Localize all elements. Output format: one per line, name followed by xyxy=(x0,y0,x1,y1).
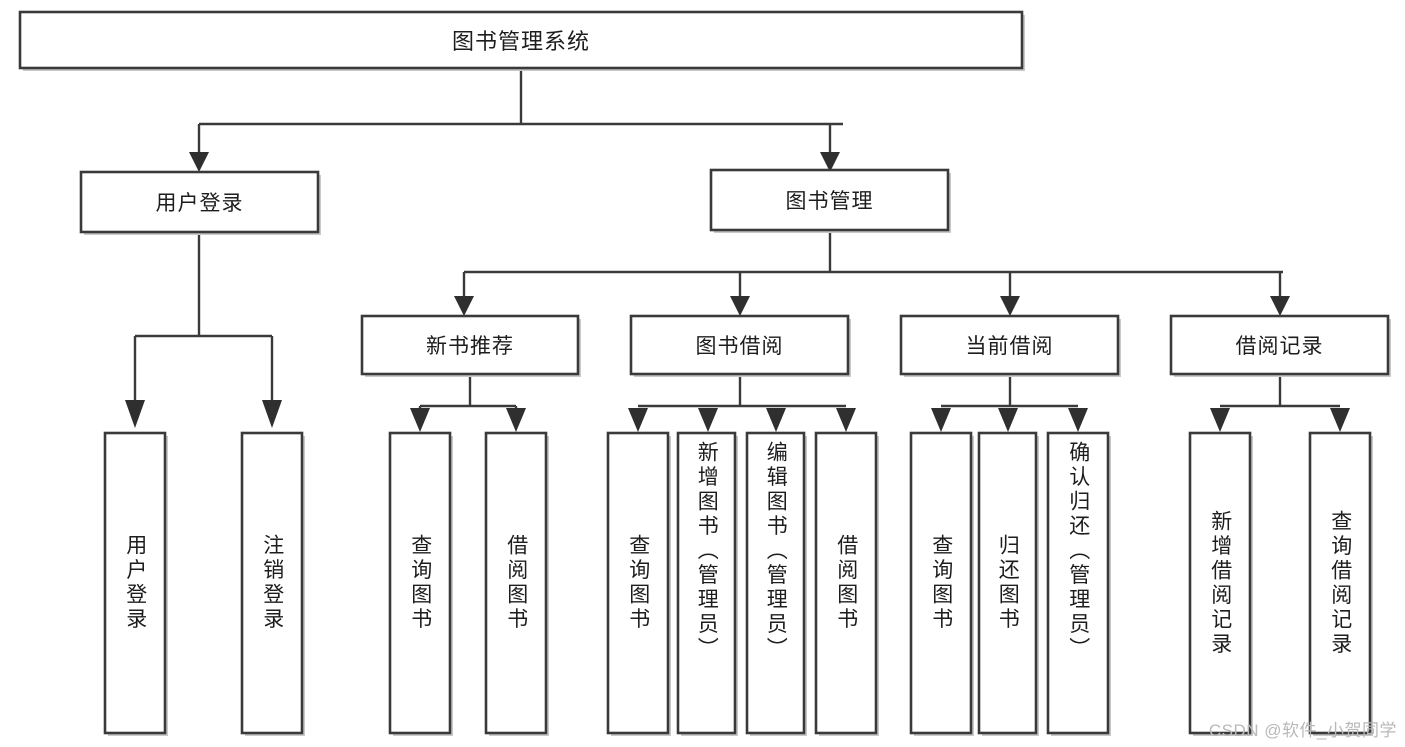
edge-group-bookmgmt-to-level3 xyxy=(454,233,1290,316)
node-box-current-borrow[interactable] xyxy=(899,314,1121,377)
edge-group-borrow-record-leaves xyxy=(1210,376,1350,432)
node-box-leaf-query-book-1[interactable] xyxy=(388,431,453,736)
arrowhead-user-login xyxy=(189,152,209,172)
arrowhead-leaf-borrow-book-1 xyxy=(506,408,526,432)
node-box-leaf-borrow-book-2[interactable] xyxy=(814,431,879,736)
node-box-borrow-record[interactable] xyxy=(1169,314,1391,377)
arrowhead-leaf-add-book xyxy=(698,408,718,432)
edge-group-current-borrow-leaves xyxy=(931,376,1088,432)
arrowhead-leaf-logout-login xyxy=(262,400,282,428)
node-box-leaf-add-book[interactable] xyxy=(676,431,738,736)
arrowhead-book-management xyxy=(820,152,840,172)
arrowhead-new-book xyxy=(454,296,474,316)
arrowhead-leaf-user-login xyxy=(125,400,145,428)
arrowhead-borrow-record xyxy=(1270,296,1290,316)
node-box-root[interactable] xyxy=(18,10,1025,71)
node-box-leaf-edit-book[interactable] xyxy=(745,431,807,736)
node-box-book-management[interactable] xyxy=(709,168,951,233)
edge-group-user-login-leaves xyxy=(125,233,282,428)
arrowhead-leaf-confirm-return xyxy=(1068,408,1088,432)
node-box-leaf-user-login[interactable] xyxy=(103,431,168,736)
node-box-leaf-borrow-book-1[interactable] xyxy=(484,431,549,736)
node-box-leaf-logout-login[interactable] xyxy=(240,431,305,736)
arrowhead-book-borrow xyxy=(730,296,750,316)
node-box-leaf-return-book[interactable] xyxy=(977,431,1039,736)
arrowhead-leaf-query-book-3 xyxy=(931,408,951,432)
arrowhead-leaf-add-record xyxy=(1210,408,1230,432)
arrowhead-leaf-query-record xyxy=(1330,408,1350,432)
edge-group-book-borrow-leaves xyxy=(628,376,856,432)
arrowhead-leaf-edit-book xyxy=(766,408,786,432)
node-box-leaf-confirm-return[interactable] xyxy=(1046,431,1111,736)
arrowhead-current-borrow xyxy=(1000,296,1020,316)
node-box-new-book-recommend[interactable] xyxy=(360,314,581,377)
arrowhead-leaf-query-book-1 xyxy=(410,408,430,432)
arrowhead-leaf-return-book xyxy=(998,408,1018,432)
node-box-book-borrow[interactable] xyxy=(629,314,851,377)
edge-group-root-to-level2 xyxy=(189,68,843,172)
node-box-user-login[interactable] xyxy=(79,170,321,235)
node-box-leaf-add-record[interactable] xyxy=(1188,431,1253,736)
node-box-leaf-query-record[interactable] xyxy=(1308,431,1373,736)
node-box-leaf-query-book-2[interactable] xyxy=(606,431,671,736)
arrowhead-leaf-borrow-book-2 xyxy=(836,408,856,432)
node-box-leaf-query-book-3[interactable] xyxy=(909,431,974,736)
arrowhead-leaf-query-book-2 xyxy=(628,408,648,432)
edge-group-new-book-leaves xyxy=(410,376,526,432)
